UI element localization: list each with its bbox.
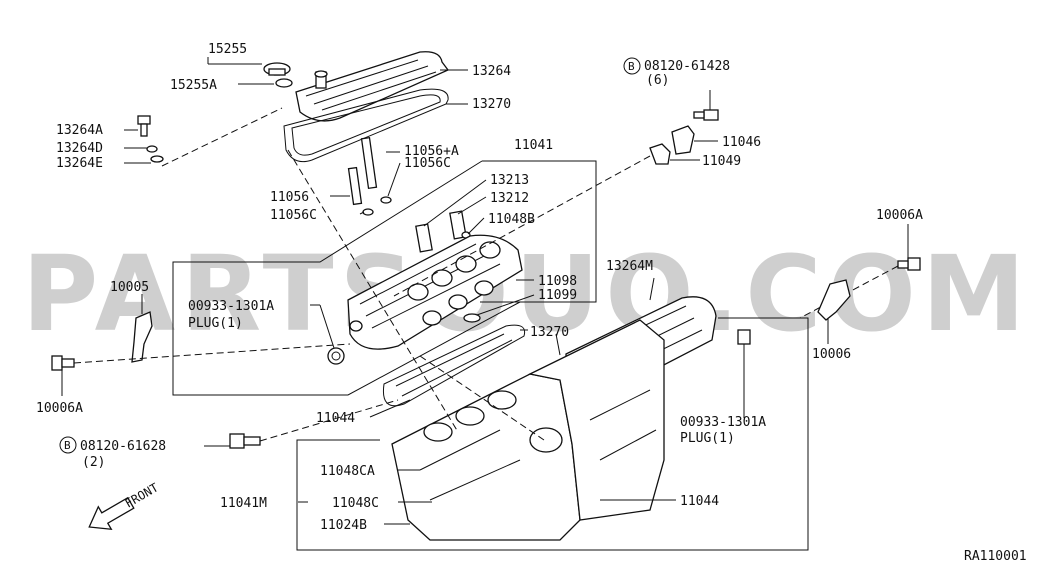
label-10005: 10005	[110, 280, 149, 295]
label-plug-left-text: PLUG(1)	[188, 316, 243, 331]
label-11048C: 11048C	[332, 496, 379, 511]
label-11048CA: 11048CA	[320, 464, 375, 479]
label-13264M: 13264M	[606, 259, 653, 274]
left-cylinder-head-part	[347, 234, 523, 350]
engine-bracket-left-part	[131, 311, 153, 363]
engine-bracket-right-part	[817, 279, 851, 321]
head-bolt-bottom-part	[229, 433, 261, 449]
label-13264: 13264	[472, 64, 511, 79]
rocker-cover-part	[295, 51, 450, 122]
label-10006A-right: 10006A	[876, 208, 923, 223]
label-bolt-bottom-qty: (2)	[82, 455, 105, 470]
label-plug-right-text: PLUG(1)	[680, 431, 735, 446]
label-11024B: 11024B	[320, 518, 367, 533]
head-bolt-part	[347, 136, 392, 216]
label-10006: 10006	[812, 347, 851, 362]
label-11046: 11046	[722, 135, 761, 150]
label-plug-left-number: 00933-1301A	[188, 299, 274, 314]
bracket-bolt-left-part	[51, 355, 75, 371]
bolt-marker-top-letter: B	[628, 60, 635, 73]
label-bolt-top-number: 08120-61428	[644, 59, 730, 74]
label-11056C-right: 11056C	[404, 156, 451, 171]
label-11056A: 11056+A	[404, 144, 459, 159]
label-11048B: 11048B	[488, 212, 535, 227]
watermark: PARTSOUQ.COM	[22, 233, 1031, 355]
frame-11041	[480, 160, 597, 303]
label-11044-right: 11044	[680, 494, 719, 509]
label-11041M: 11041M	[220, 496, 267, 511]
label-15255: 15255	[208, 42, 247, 57]
label-11056C-left: 11056C	[270, 208, 317, 223]
label-13264A: 13264A	[56, 123, 103, 138]
label-plug-right-number: 00933-1301A	[680, 415, 766, 430]
bracket-11046-part	[671, 125, 695, 155]
frame-11041-left	[172, 160, 521, 396]
front-direction-arrow	[88, 496, 135, 531]
label-13213: 13213	[490, 173, 529, 188]
front-label: FRONT	[123, 480, 161, 510]
frame-11041M	[296, 317, 809, 551]
cylinder-block-part	[391, 319, 665, 541]
label-11099: 11099	[538, 288, 577, 303]
bracket-bolt-right-part	[897, 257, 921, 271]
head-bolt-top-part	[693, 109, 719, 121]
label-13270-top: 13270	[472, 97, 511, 112]
label-13264D: 13264D	[56, 141, 103, 156]
plug-right-part	[737, 329, 751, 345]
label-11044-left: 11044	[316, 411, 355, 426]
bolt-marker-bottom-letter: B	[64, 439, 71, 452]
figure-code: RA110001	[964, 549, 1027, 564]
label-10006A-left: 10006A	[36, 401, 83, 416]
label-13212: 13212	[490, 191, 529, 206]
head-gasket-left-part	[382, 324, 526, 407]
label-13270-mid: 13270	[530, 325, 569, 340]
bolt-marker-top	[623, 57, 641, 75]
label-11056: 11056	[270, 190, 309, 205]
oil-filler-cap-part	[263, 62, 293, 88]
label-11049: 11049	[702, 154, 741, 169]
bolt-marker-bottom	[59, 436, 77, 454]
label-bolt-top-qty: (6)	[646, 73, 669, 88]
label-bolt-bottom-number: 08120-61628	[80, 439, 166, 454]
label-11041: 11041	[514, 138, 553, 153]
label-13264E: 13264E	[56, 156, 103, 171]
label-11098: 11098	[538, 274, 577, 289]
bracket-11049-part	[649, 143, 671, 165]
plug-left-part	[327, 347, 345, 365]
cover-bolt-part	[137, 115, 164, 163]
label-15255A: 15255A	[170, 78, 217, 93]
